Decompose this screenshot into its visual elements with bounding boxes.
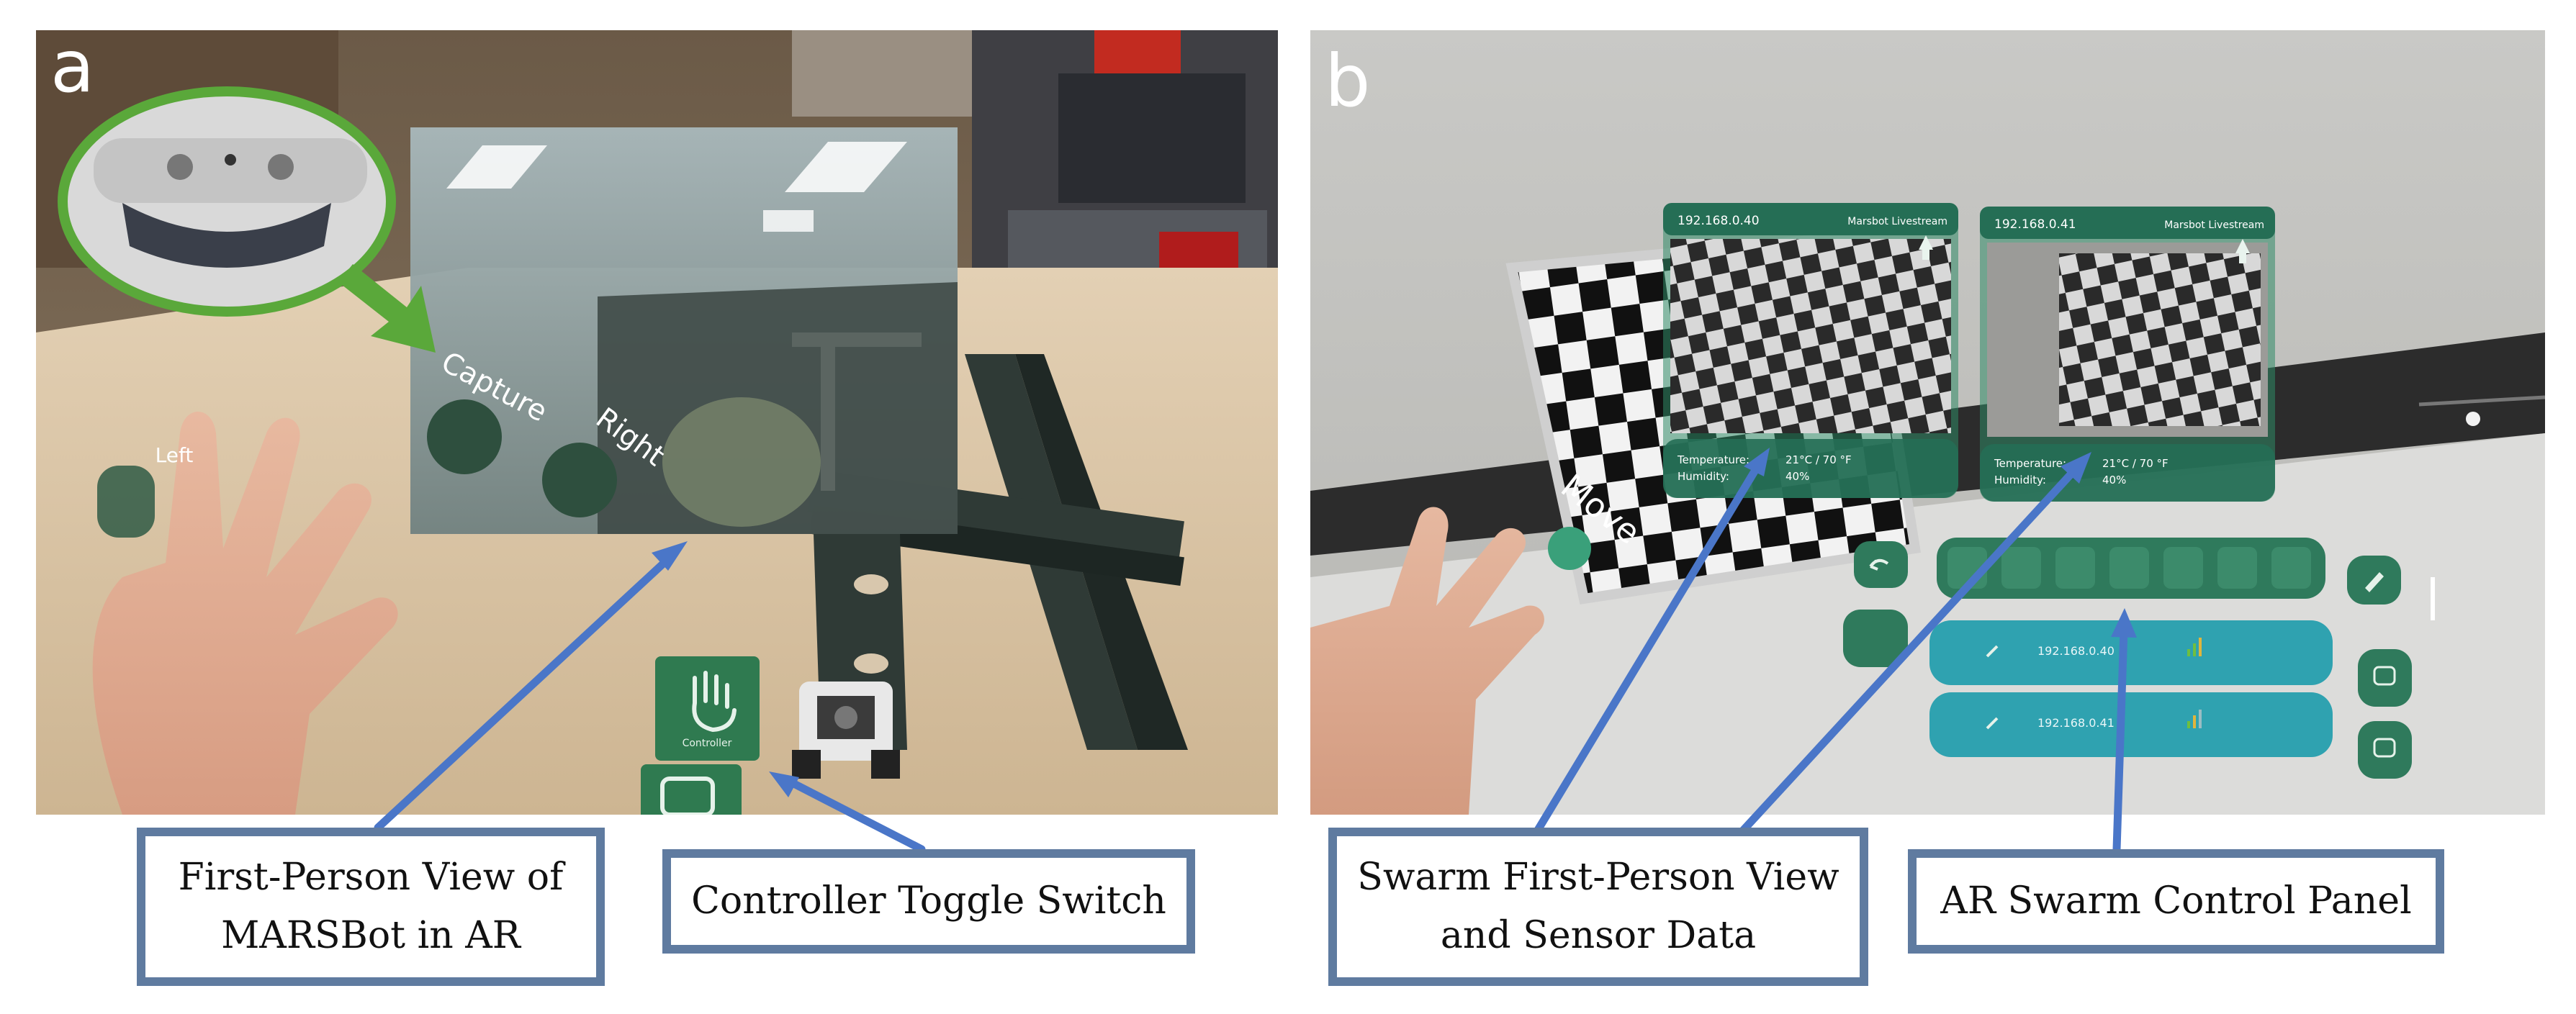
stream-2-hum-label: Humidity: bbox=[1994, 474, 2046, 486]
hand-icon bbox=[692, 671, 737, 733]
panel-a-letter: a bbox=[50, 30, 94, 109]
ar-first-person-view[interactable] bbox=[410, 127, 958, 534]
robot-row-1-ip: 192.168.0.40 bbox=[2037, 644, 2115, 658]
arrowhead bbox=[652, 541, 688, 571]
stream-2-title: Marsbot Livestream bbox=[2164, 219, 2264, 231]
steel-rail bbox=[807, 354, 1188, 750]
callout-first-person-line1: First-Person View of bbox=[178, 856, 564, 900]
background-wire bbox=[2418, 395, 2545, 407]
square-icon bbox=[2373, 666, 2396, 686]
toolbar-tool-7[interactable] bbox=[2271, 547, 2311, 589]
robot-icon bbox=[1919, 235, 1933, 260]
robot-row-1[interactable] bbox=[1929, 620, 2333, 685]
green-pointer-arrow bbox=[338, 264, 436, 353]
livestream-window-1[interactable] bbox=[1663, 203, 1958, 498]
stream-1-temp-label: Temperature: bbox=[1677, 453, 1749, 466]
arrowhead bbox=[769, 771, 799, 797]
callout-control-panel-text: AR Swarm Control Panel bbox=[1940, 879, 2412, 923]
callout-controller-toggle-text: Controller Toggle Switch bbox=[691, 879, 1166, 923]
stream-2-hum-value: 40% bbox=[2102, 474, 2126, 486]
stream-1-title: Marsbot Livestream bbox=[1847, 216, 1947, 227]
callout-swarm-view: Swarm First-Person View and Sensor Data bbox=[1328, 828, 1868, 986]
right-button[interactable] bbox=[542, 443, 617, 517]
marsbot-robot bbox=[792, 682, 900, 779]
stream-2-temp-value: 21°C / 70 °F bbox=[2102, 457, 2169, 470]
pencil-icon bbox=[1986, 645, 1999, 658]
callout-first-person-line2: MARSBot in AR bbox=[221, 914, 521, 957]
pencil-icon bbox=[2365, 572, 2384, 592]
stream-1-temp-value: 21°C / 70 °F bbox=[1785, 453, 1852, 466]
arrow-controller-toggle bbox=[784, 777, 926, 854]
robot-icon bbox=[2235, 239, 2250, 263]
left-ar-button[interactable] bbox=[97, 466, 155, 538]
panel-b-letter: b bbox=[1325, 39, 1370, 123]
arrow-sensor-2 bbox=[1738, 467, 2078, 836]
panel-a-photo: Controller Capture Right Left a bbox=[36, 30, 1278, 815]
stream-2-ip: 192.168.0.41 bbox=[1994, 217, 2076, 232]
callout-first-person-view: First-Person View of MARSBot in AR bbox=[137, 828, 605, 986]
controller-toggle-switch[interactable] bbox=[641, 656, 760, 815]
undo-button[interactable] bbox=[1854, 541, 1908, 588]
toolbar-tool-6[interactable] bbox=[2217, 547, 2257, 589]
toolbar-tool-5[interactable] bbox=[2163, 547, 2203, 589]
signal-icon bbox=[2187, 649, 2190, 656]
toolbar-tool-3[interactable] bbox=[2055, 547, 2095, 589]
pencil-icon bbox=[1986, 717, 1999, 730]
user-hand bbox=[1310, 507, 1544, 815]
callout-swarm-line2: and Sensor Data bbox=[1440, 914, 1757, 957]
arrow-first-person bbox=[374, 553, 674, 832]
callout-swarm-line1: Swarm First-Person View bbox=[1357, 856, 1839, 900]
left-label: Left bbox=[156, 443, 194, 467]
signal-icon bbox=[2187, 721, 2190, 728]
toolbar-tool-4[interactable] bbox=[2109, 547, 2149, 589]
hololens-ring bbox=[58, 86, 396, 317]
move-button[interactable] bbox=[1548, 527, 1591, 570]
arrowhead bbox=[2111, 608, 2137, 638]
stream-1-ip: 192.168.0.40 bbox=[1677, 214, 1760, 228]
arrow-control-panel bbox=[2112, 625, 2128, 854]
toggle-label: Controller bbox=[683, 738, 732, 749]
user-hand bbox=[92, 412, 398, 815]
panel-a-scene: Controller Capture Right Left a bbox=[36, 30, 1278, 815]
square-icon bbox=[2373, 738, 2396, 758]
undo-icon bbox=[1869, 558, 1889, 571]
stream-1-hum-value: 40% bbox=[1785, 470, 1809, 483]
callout-controller-toggle: Controller Toggle Switch bbox=[662, 849, 1195, 954]
robot-row-2-ip: 192.168.0.41 bbox=[2037, 716, 2115, 730]
callout-control-panel: AR Swarm Control Panel bbox=[1908, 849, 2444, 954]
background-ball bbox=[2466, 412, 2480, 426]
stream-1-hum-label: Humidity: bbox=[1677, 470, 1729, 483]
multi-select-button[interactable] bbox=[1843, 610, 1908, 667]
arrowhead bbox=[2061, 452, 2091, 484]
robot-row-2[interactable] bbox=[1929, 692, 2333, 757]
arrow-sensor-1 bbox=[1533, 463, 1761, 836]
side-button-2[interactable] bbox=[2358, 721, 2412, 779]
hololens-inset bbox=[65, 94, 389, 309]
toolbar-tool-2[interactable] bbox=[2001, 547, 2041, 589]
capture-button[interactable] bbox=[427, 399, 502, 474]
side-button-1[interactable] bbox=[2358, 649, 2412, 707]
cursor-bar bbox=[2431, 577, 2435, 620]
stream-2-temp-label: Temperature: bbox=[1994, 457, 2066, 470]
arrowhead bbox=[1744, 448, 1770, 476]
